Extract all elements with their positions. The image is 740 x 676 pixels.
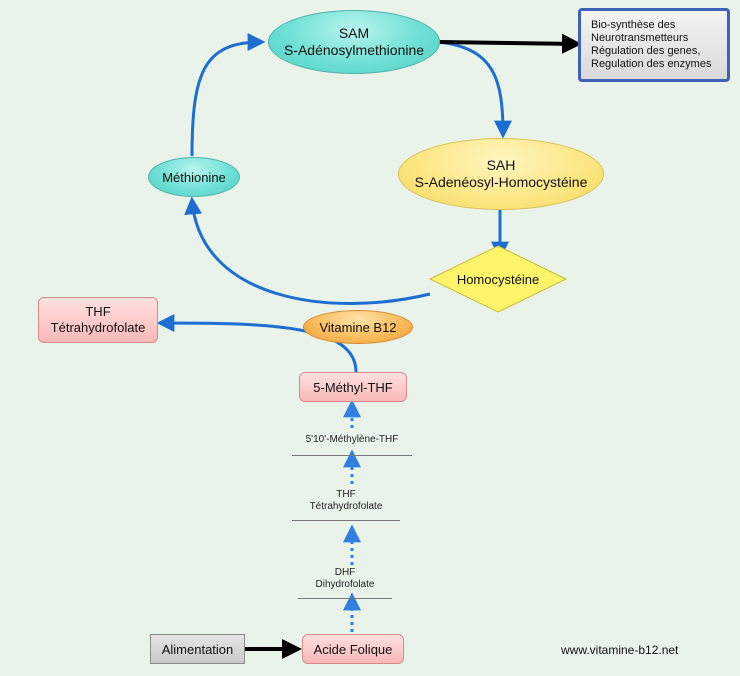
homocysteine-label: Homocystéine (456, 271, 540, 287)
node-thf: THF Tétrahydrofolate (38, 297, 158, 343)
divider (292, 520, 400, 521)
step-thf: THF Tétrahydrofolate (292, 489, 400, 521)
node-vitamine-b12: Vitamine B12 (303, 310, 413, 344)
step-methylene-thf: 5'10'-Méthylène-THF (292, 434, 412, 456)
step-dhf: DHF Dihydrofolate (298, 567, 392, 599)
arrow-sam-to-sah (437, 40, 512, 139)
sah-fullname: S-Adenéosyl-Homocystéine (414, 174, 588, 190)
thf-small-label: THF (336, 489, 356, 500)
arrow-methylthf-to-thf (156, 314, 358, 373)
arrow-homocysteine-to-methionine (184, 196, 431, 305)
thf-small-fullname: Tétrahydrofolate (309, 501, 383, 512)
node-homocysteine: Homocystéine (430, 264, 566, 294)
homocysteine-diamond-shape (428, 245, 568, 313)
divider (298, 598, 392, 599)
node-methionine: Méthionine (148, 157, 240, 197)
sam-label: SAM (338, 25, 370, 42)
biosynthese-line-1: Bio-synthèse des (591, 18, 676, 31)
thf-label: THF (85, 304, 111, 320)
acide-folique-label: Acide Folique (313, 641, 393, 657)
node-biosynthese: Bio-synthèse des Neurotransmetteurs Régu… (578, 8, 730, 82)
methionine-label: Méthionine (162, 169, 226, 185)
biosynthese-line-4: Regulation des enzymes (591, 58, 712, 71)
arrow-sam-to-biosynthese (439, 33, 582, 54)
alimentation-label: Alimentation (161, 641, 234, 657)
node-sah: SAH S-Adenéosyl-Homocystéine (398, 138, 604, 210)
thf-fullname: Tétrahydrofolate (50, 320, 146, 335)
node-acide-folique: Acide Folique (302, 634, 404, 664)
vitamine-b12-label: Vitamine B12 (319, 319, 397, 335)
biosynthese-line-3: Régulation des genes, (591, 45, 701, 57)
methylene-thf-label: 5'10'-Méthylène-THF (305, 434, 399, 445)
sam-fullname: S-Adénosylmethionine (283, 42, 425, 58)
node-alimentation: Alimentation (150, 634, 245, 664)
methyl-thf-label: 5-Méthyl-THF (313, 379, 393, 395)
biosynthese-line-2: Neurotransmetteurs (591, 31, 689, 44)
dhf-label: DHF (334, 567, 356, 578)
website-url: www.vitamine-b12.net (561, 643, 679, 657)
dhf-fullname: Dihydrofolate (315, 579, 375, 590)
arrow-methionine-to-sam (190, 33, 266, 157)
node-sam: SAM S-Adénosylmethionine (268, 10, 440, 74)
sah-label: SAH (486, 157, 516, 174)
divider (292, 455, 412, 456)
node-5-methyl-thf: 5-Méthyl-THF (299, 372, 407, 402)
